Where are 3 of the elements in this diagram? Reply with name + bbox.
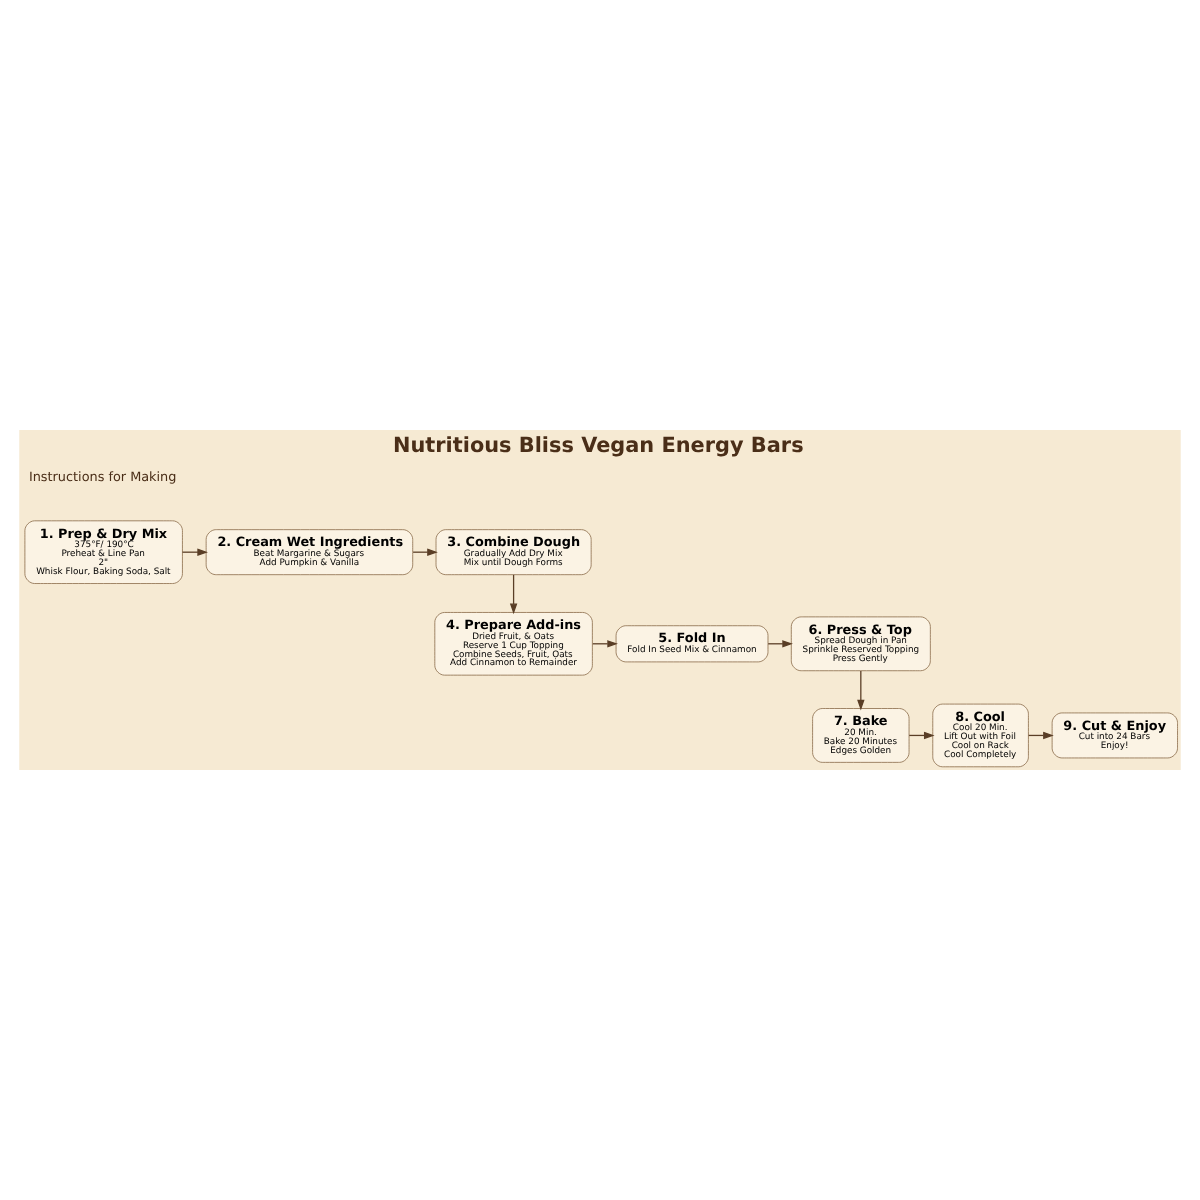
- diagram-title: Nutritious Bliss Vegan Energy Bars: [393, 434, 804, 459]
- arrow: [509, 574, 518, 615]
- arrow: [857, 670, 865, 711]
